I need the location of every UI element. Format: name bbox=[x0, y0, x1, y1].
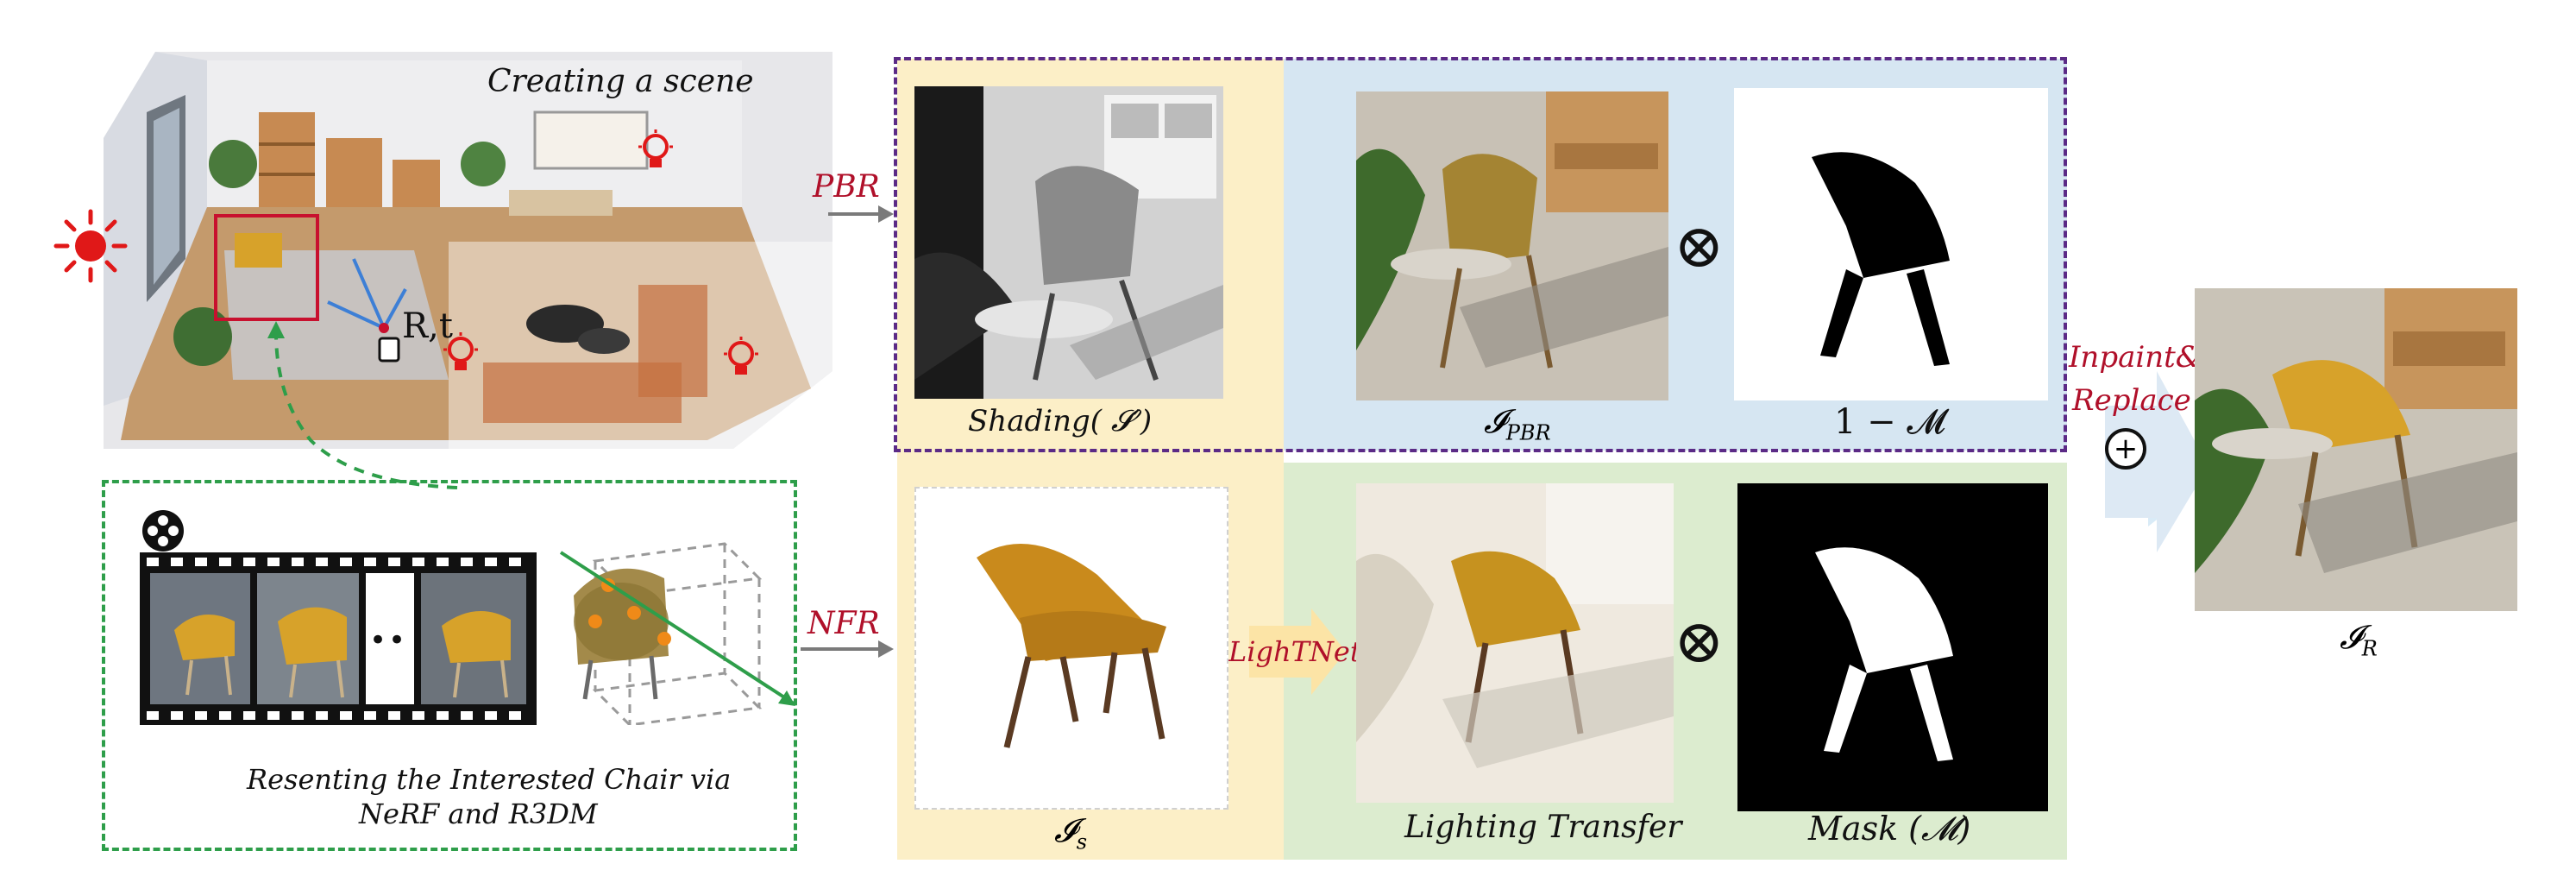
capture-caption-line2: NeRF and R3DM bbox=[359, 798, 598, 830]
pbr-box bbox=[894, 57, 2067, 452]
capture-caption-line1: Resenting the Interested Chair via bbox=[247, 763, 732, 796]
lightbulb-icon bbox=[638, 129, 673, 167]
capture-box bbox=[102, 480, 797, 851]
nerf-chair-bbox bbox=[559, 542, 795, 725]
multiply-symbol: ⊗ bbox=[1674, 211, 1725, 281]
pbr-label: PBR bbox=[813, 169, 880, 205]
lightbulb-icon bbox=[724, 337, 758, 375]
pose-label: R,t bbox=[402, 306, 453, 346]
i-pbr-image bbox=[1356, 91, 1668, 400]
add-icon: + bbox=[2105, 428, 2146, 470]
multiply-symbol: ⊗ bbox=[1674, 606, 1725, 677]
sun-icon bbox=[53, 209, 128, 283]
mask-label: Mask (𝓜) bbox=[1808, 810, 1971, 848]
i-r-label: 𝓘R bbox=[2340, 618, 2378, 661]
scene-title: Creating a scene bbox=[487, 64, 754, 99]
lighting-transfer-image bbox=[1356, 483, 1674, 803]
film-gap-dots: •• bbox=[369, 623, 408, 658]
inpaint-label-line2: Replace bbox=[2072, 383, 2191, 418]
lightnet-label: LighTNet bbox=[1228, 635, 1361, 668]
nfr-label: NFR bbox=[807, 606, 880, 641]
shading-label: Shading( 𝓢′) bbox=[968, 404, 1153, 438]
one-minus-mask-label: 1 − 𝓜 bbox=[1834, 402, 1946, 442]
film-strip bbox=[140, 552, 537, 725]
i-s-image bbox=[914, 487, 1228, 810]
inpaint-label-line1: Inpaint& bbox=[2069, 340, 2202, 375]
i-s-label: 𝓘s bbox=[1054, 811, 1088, 854]
mask-image bbox=[1737, 483, 2048, 811]
lightbulb-icon bbox=[443, 332, 478, 370]
inverse-mask-image bbox=[1734, 88, 2048, 400]
film-reel-icon bbox=[142, 510, 184, 552]
result-image bbox=[2195, 288, 2517, 611]
lighting-transfer-label: Lighting Transfer bbox=[1404, 810, 1682, 845]
i-pbr-label: 𝓘PBR bbox=[1484, 402, 1551, 445]
shading-image bbox=[914, 86, 1223, 399]
